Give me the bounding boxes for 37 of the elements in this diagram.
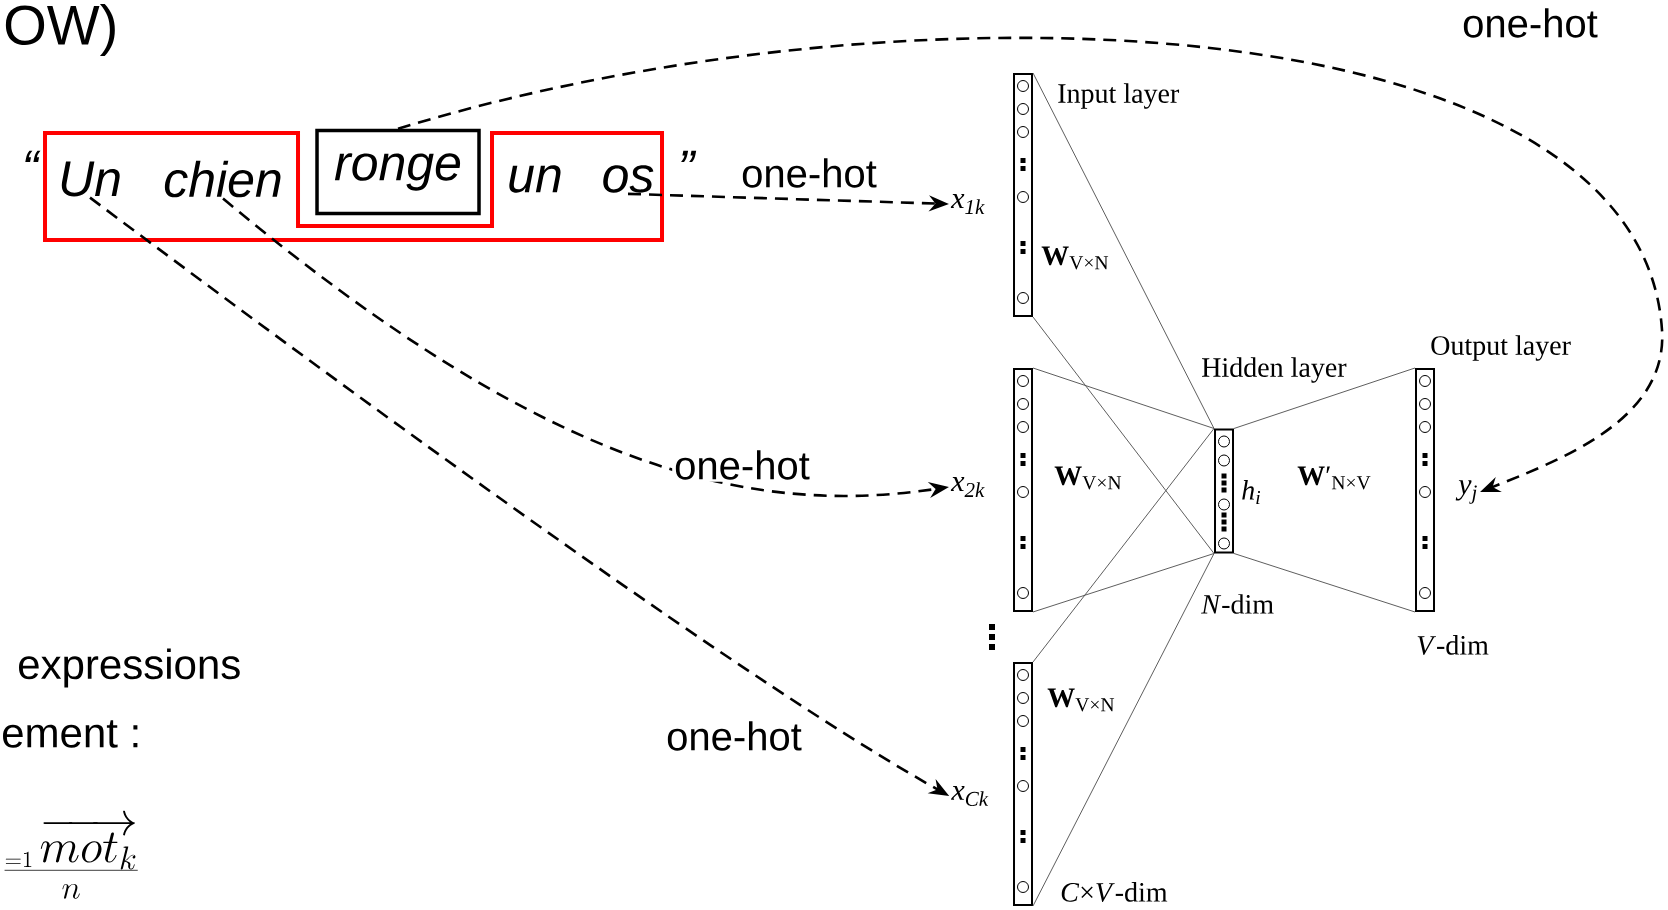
word: Un: [61, 161, 120, 197]
context-outline: [43, 131, 664, 242]
edge-label: one-hot: [739, 156, 879, 190]
arrow: [1032, 367, 1215, 613]
layer-title: Hidden layer: [1202, 357, 1347, 383]
dimension-label: C×V-dim: [1061, 882, 1168, 902]
edge-label: one-hot: [672, 448, 812, 482]
word: os: [603, 165, 654, 193]
word: un: [509, 165, 561, 193]
dimension-label: N-dim: [1201, 594, 1274, 614]
variable-label: x$_{Ck}$: [951, 786, 989, 806]
quote-mark: ”: [681, 150, 697, 162]
arrow: [397, 37, 1664, 493]
variable-label: y$_{j}$: [1455, 480, 1477, 504]
arrow: [1032, 428, 1215, 907]
weight-label: W$_{V×N}$: [1041, 246, 1109, 270]
weight-label: W$_{V×N}$: [1047, 688, 1115, 712]
weight-label: W$_{V×N}$: [1054, 466, 1122, 490]
text-fragment: ement :: [3, 720, 138, 748]
text-fragment: expressions: [19, 648, 240, 688]
dimension-label: V-dim: [1417, 635, 1489, 655]
arrow: [1233, 367, 1416, 613]
arrow: [1032, 72, 1215, 554]
heading-fragment: OW): [5, 3, 115, 57]
edge-label: one-hot: [1460, 6, 1600, 40]
layer-title: Input layer: [1058, 83, 1180, 109]
target-word-box: ronge: [315, 128, 481, 216]
unit-label: h$_{i}$: [1242, 480, 1261, 504]
quote-mark: “: [25, 150, 41, 162]
weight-label: W′$_{N×V}$: [1297, 466, 1371, 490]
layer-column: [1013, 368, 1033, 612]
edge-label: one-hot: [664, 719, 804, 753]
variable-label: x$_{1k}$: [950, 194, 985, 214]
word: chien: [164, 160, 281, 198]
layer-title: Output layer: [1431, 335, 1571, 361]
formula-fragment: $\frac{{}_{=1}\,\overrightarrow{mot_k}}{n}$: [4, 810, 138, 899]
variable-label: x$_{2k}$: [950, 477, 985, 497]
